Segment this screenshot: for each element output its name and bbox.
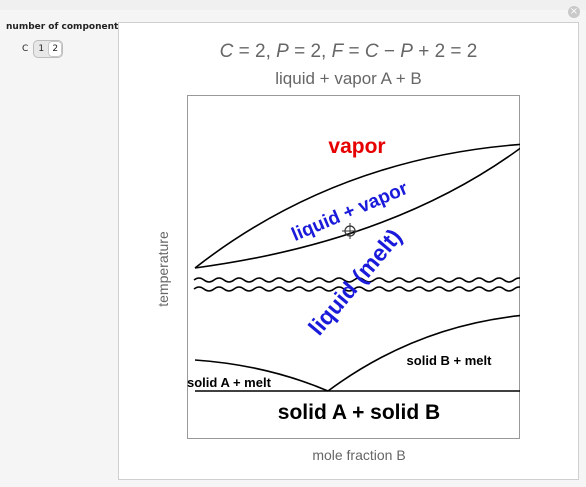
state-locator-icon[interactable]: [342, 223, 358, 239]
phase-diagram: vapor liquid + vapor liquid (melt) solid…: [187, 95, 520, 439]
eq-t4: −: [378, 41, 401, 62]
setter-name: C: [22, 44, 29, 54]
phase-rule-equation: C = 2, P = 2, F = C − P + 2 = 2: [119, 41, 578, 63]
eq-t5: + 2 = 2: [412, 41, 478, 62]
components-setter: C 1 2: [22, 40, 64, 58]
components-option-1[interactable]: 1: [38, 44, 45, 54]
eq-t1: = 2,: [233, 41, 277, 62]
eq-p: P: [276, 41, 289, 62]
eq-t3: =: [343, 41, 365, 62]
region-solid-b-melt: solid B + melt: [407, 353, 493, 368]
break-line-upper: [193, 277, 520, 283]
solid-b-liquidus: [327, 314, 520, 392]
eq-c: C: [219, 41, 234, 62]
segmented-control: 1 2: [33, 40, 64, 58]
x-axis-label: mole fraction B: [312, 447, 406, 463]
eq-c2: C: [364, 41, 379, 62]
phases-present: liquid + vapor A + B: [275, 69, 422, 88]
close-icon[interactable]: ×: [568, 6, 580, 18]
solid-a-liquidus: [194, 359, 329, 392]
plot-frame: [187, 95, 520, 439]
y-axis-label: temperature: [155, 231, 171, 307]
eq-p2: P: [400, 41, 413, 62]
eq-f: F: [331, 41, 344, 62]
eq-t2: = 2,: [288, 41, 332, 62]
region-vapor: vapor: [328, 135, 385, 158]
region-solid-ab: solid A + solid B: [278, 401, 440, 424]
window-top-strip: [0, 0, 586, 10]
components-label: number of components: [6, 22, 124, 32]
controls-area: number of components C 1 2: [6, 22, 124, 58]
region-solid-a-melt: solid A + melt: [187, 375, 272, 390]
output-panel: C = 2, P = 2, F = C − P + 2 = 2 liquid +…: [118, 22, 579, 480]
break-line-lower: [193, 286, 520, 292]
liquidus-curve: [194, 147, 520, 269]
components-option-2[interactable]: 2: [48, 41, 63, 57]
vapor-curve: [194, 143, 520, 269]
